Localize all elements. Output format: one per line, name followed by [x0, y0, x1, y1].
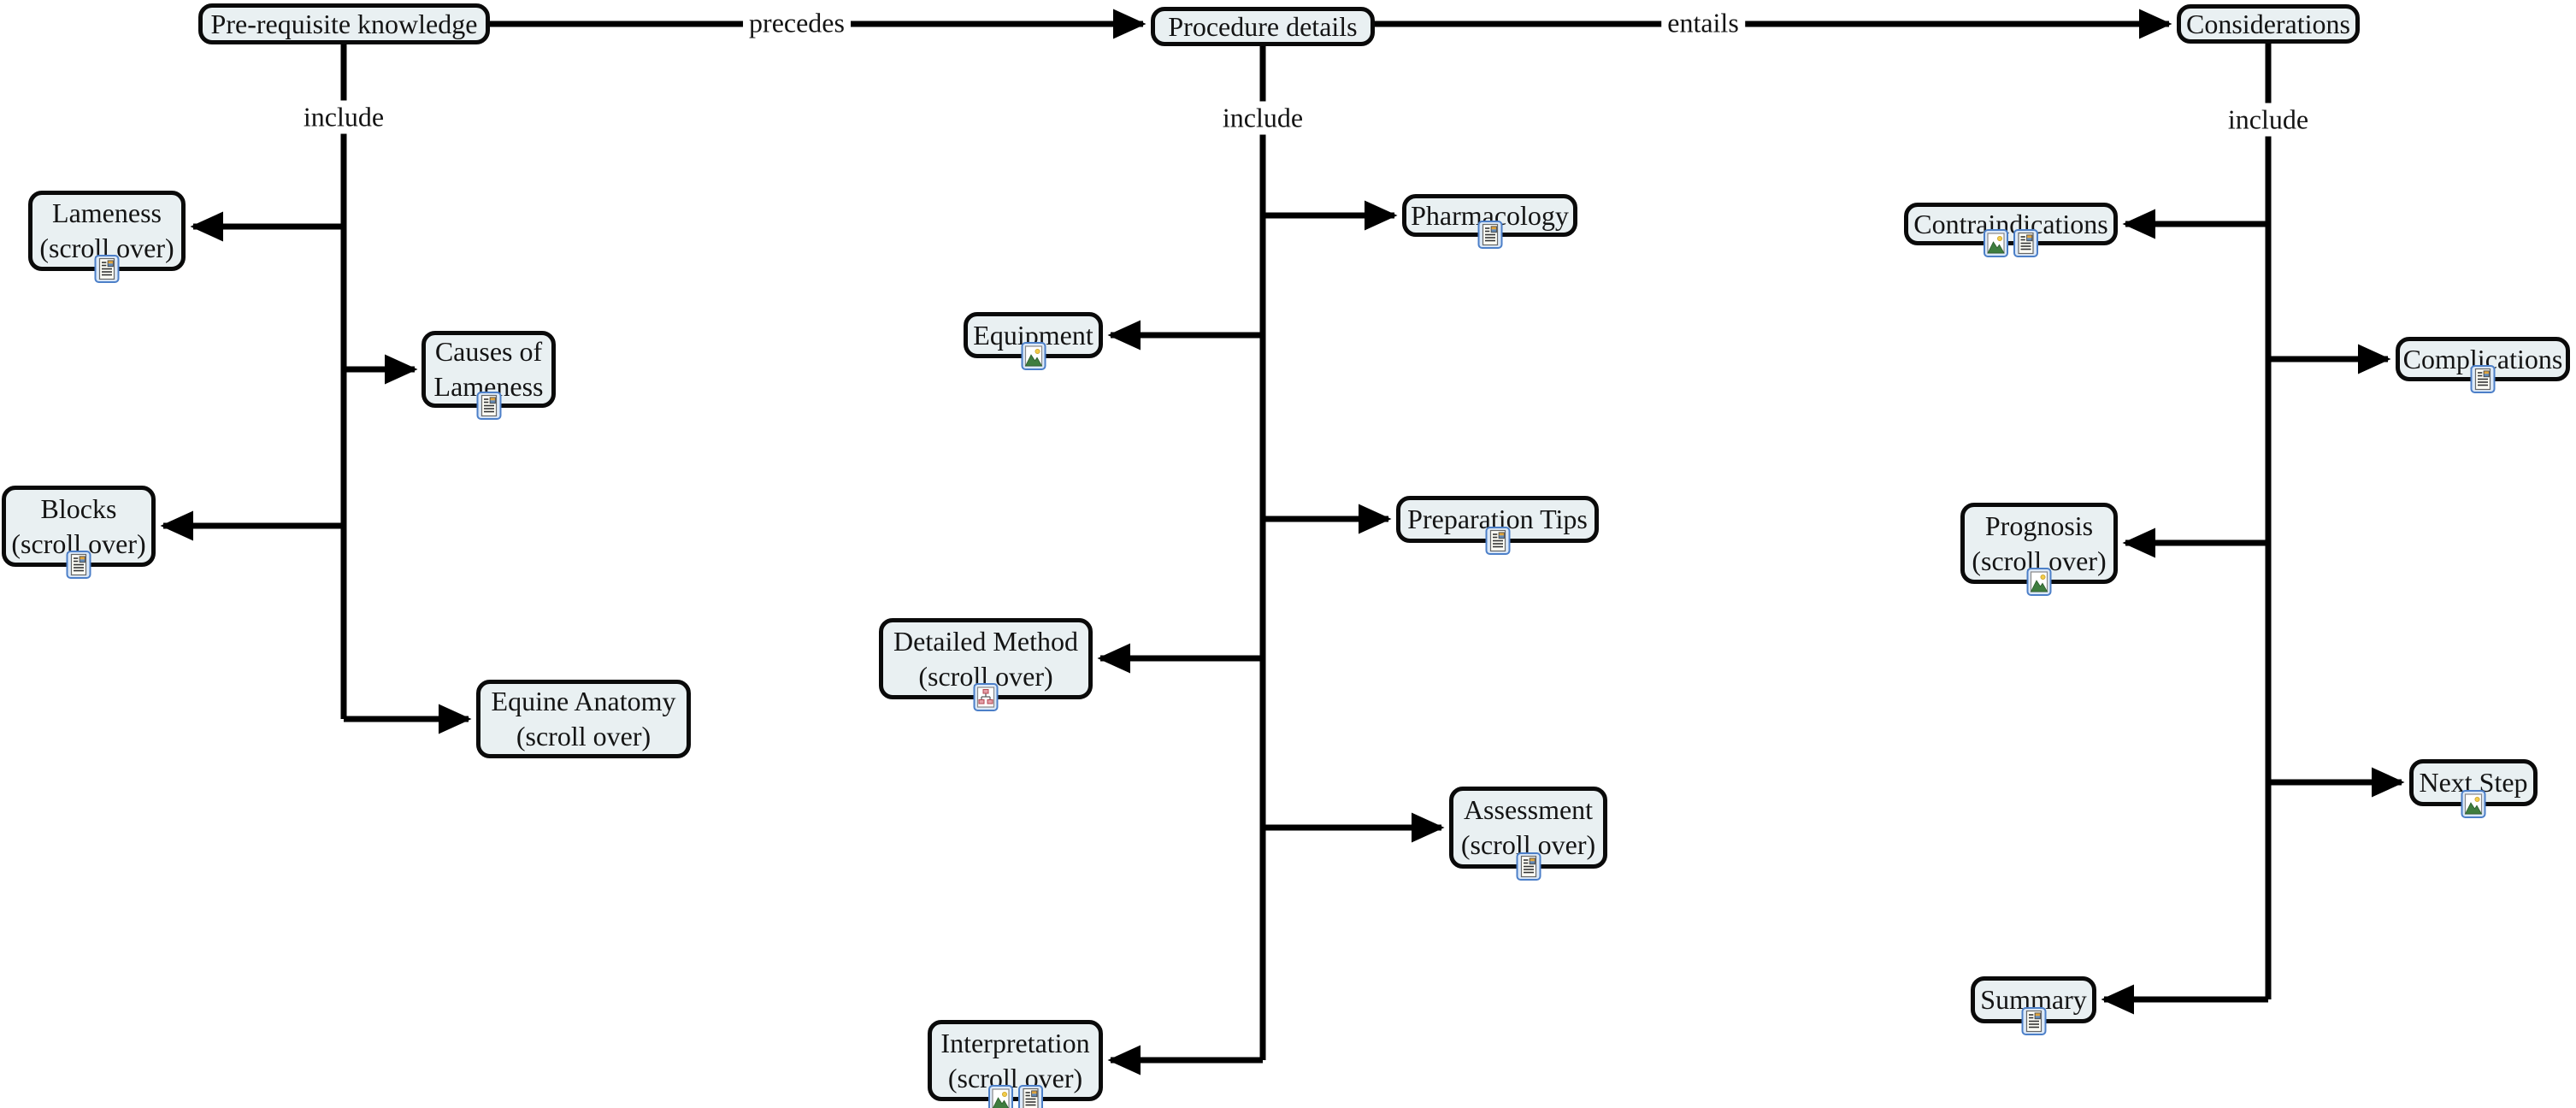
linking-phrase-entails: entails: [1661, 6, 1745, 40]
cmap-resource-icon[interactable]: [973, 682, 999, 712]
concept-node-considerations[interactable]: Considerations: [2177, 4, 2360, 44]
image-resource-icon[interactable]: [2026, 567, 2052, 597]
node-label: Contraindications: [1913, 208, 2108, 239]
document-resource-icon[interactable]: [1477, 220, 1503, 250]
concept-node-procedure-details[interactable]: Procedure details: [1151, 7, 1375, 46]
node-label: Preparation Tips: [1407, 504, 1588, 534]
concept-node-equipment[interactable]: Equipment: [964, 312, 1103, 358]
document-resource-icon[interactable]: [1017, 1084, 1043, 1108]
document-resource-icon[interactable]: [2013, 228, 2039, 258]
node-label: Prognosis (scroll over): [1972, 510, 2107, 576]
image-resource-icon[interactable]: [987, 1084, 1013, 1108]
document-resource-icon[interactable]: [2021, 1006, 2047, 1036]
concept-node-detailed-method[interactable]: Detailed Method (scroll over): [879, 618, 1093, 699]
image-resource-icon[interactable]: [1984, 228, 2009, 258]
concept-node-preparation-tips[interactable]: Preparation Tips: [1396, 496, 1599, 543]
node-label: Next Step: [2419, 767, 2528, 798]
concept-node-complications[interactable]: Complications: [2396, 337, 2570, 381]
concept-node-next-step[interactable]: Next Step: [2409, 759, 2538, 806]
linking-phrase-include-middle: include: [1216, 101, 1310, 135]
concept-node-lameness[interactable]: Lameness (scroll over): [28, 191, 186, 271]
concept-node-contraindications[interactable]: Contraindications: [1904, 203, 2118, 245]
node-label: Pre-requisite knowledge: [210, 8, 478, 39]
concept-node-equine-anatomy[interactable]: Equine Anatomy (scroll over): [476, 680, 691, 758]
node-label: Blocks (scroll over): [11, 492, 146, 559]
node-label: Considerations: [2186, 8, 2350, 39]
node-label: Lameness (scroll over): [39, 197, 174, 263]
linking-phrase-precedes: precedes: [743, 6, 851, 40]
node-label: Procedure details: [1168, 10, 1358, 42]
concept-node-causes-of-lameness[interactable]: Causes of Lameness: [421, 331, 556, 408]
document-resource-icon[interactable]: [94, 254, 120, 284]
node-label: Equine Anatomy (scroll over): [491, 686, 676, 751]
concept-node-blocks[interactable]: Blocks (scroll over): [2, 486, 156, 567]
node-label: Detailed Method (scroll over): [893, 625, 1078, 692]
document-resource-icon[interactable]: [1516, 852, 1541, 881]
concept-node-assessment[interactable]: Assessment (scroll over): [1449, 787, 1607, 869]
image-resource-icon[interactable]: [2461, 789, 2486, 819]
concept-node-prerequisite-knowledge[interactable]: Pre-requisite knowledge: [198, 3, 490, 44]
document-resource-icon[interactable]: [1485, 526, 1511, 556]
concept-node-pharmacology[interactable]: Pharmacology: [1402, 194, 1577, 237]
document-resource-icon[interactable]: [66, 550, 91, 580]
linking-phrase-include-right: include: [2221, 103, 2315, 137]
node-label: Interpretation (scroll over): [940, 1027, 1090, 1093]
linking-phrase-include-left: include: [297, 100, 391, 134]
concept-node-interpretation[interactable]: Interpretation (scroll over): [928, 1020, 1103, 1101]
concept-node-prognosis[interactable]: Prognosis (scroll over): [1960, 503, 2118, 584]
document-resource-icon[interactable]: [2470, 364, 2496, 394]
image-resource-icon[interactable]: [1021, 341, 1046, 371]
concept-node-summary[interactable]: Summary: [1971, 976, 2096, 1023]
document-resource-icon[interactable]: [476, 391, 502, 421]
